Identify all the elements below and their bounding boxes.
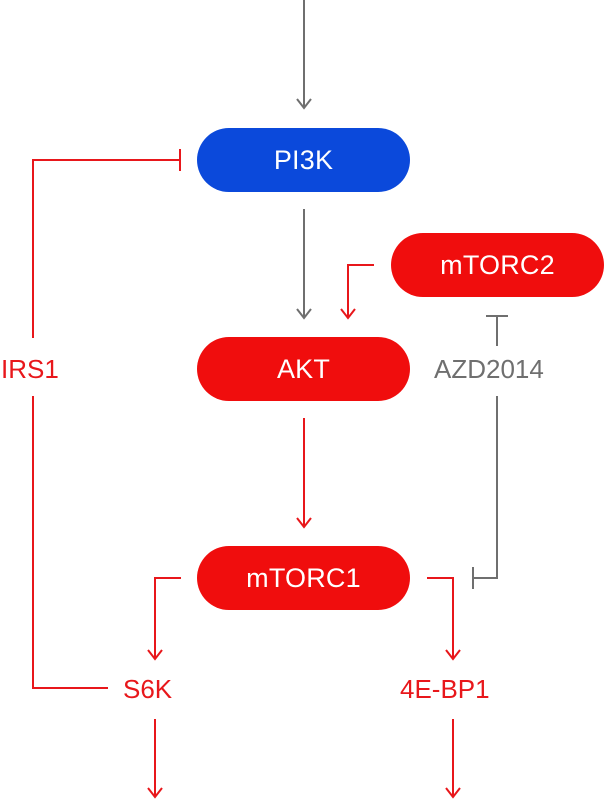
edge-mtorc1-to-s6k [147, 577, 181, 661]
node-akt-label: AKT [276, 353, 331, 384]
edge-azd2014-inhibits-mtorc2 [486, 315, 508, 346]
label-irs1: IRS1 [1, 354, 59, 384]
node-mtorc1-label: mTORC1 [246, 562, 361, 593]
edge-mtorc1-to-4ebp1 [427, 577, 461, 661]
node-akt: AKT [197, 337, 410, 401]
label-azd2014: AZD2014 [434, 354, 544, 384]
node-mtorc2: mTORC2 [391, 233, 604, 297]
node-pi3k: PI3K [197, 128, 410, 192]
label-4ebp1: 4E-BP1 [400, 674, 490, 704]
node-mtorc2-label: mTORC2 [440, 249, 555, 280]
edge-azd2014-inhibits-mtorc1 [472, 396, 498, 589]
edge-akt-to-mtorc1 [296, 418, 312, 529]
edge-mtorc2-to-akt [340, 264, 374, 320]
edge-s6k-feedback-irs1-inhibits-pi3k [32, 149, 181, 689]
edge-pi3k-to-akt [296, 209, 312, 320]
edge-4ebp1-output [445, 719, 461, 799]
edge-input-to-pi3k [296, 0, 312, 110]
node-mtorc1: mTORC1 [197, 546, 410, 610]
node-pi3k-label: PI3K [273, 144, 334, 175]
label-s6k: S6K [123, 674, 173, 704]
edge-s6k-output [147, 719, 163, 799]
